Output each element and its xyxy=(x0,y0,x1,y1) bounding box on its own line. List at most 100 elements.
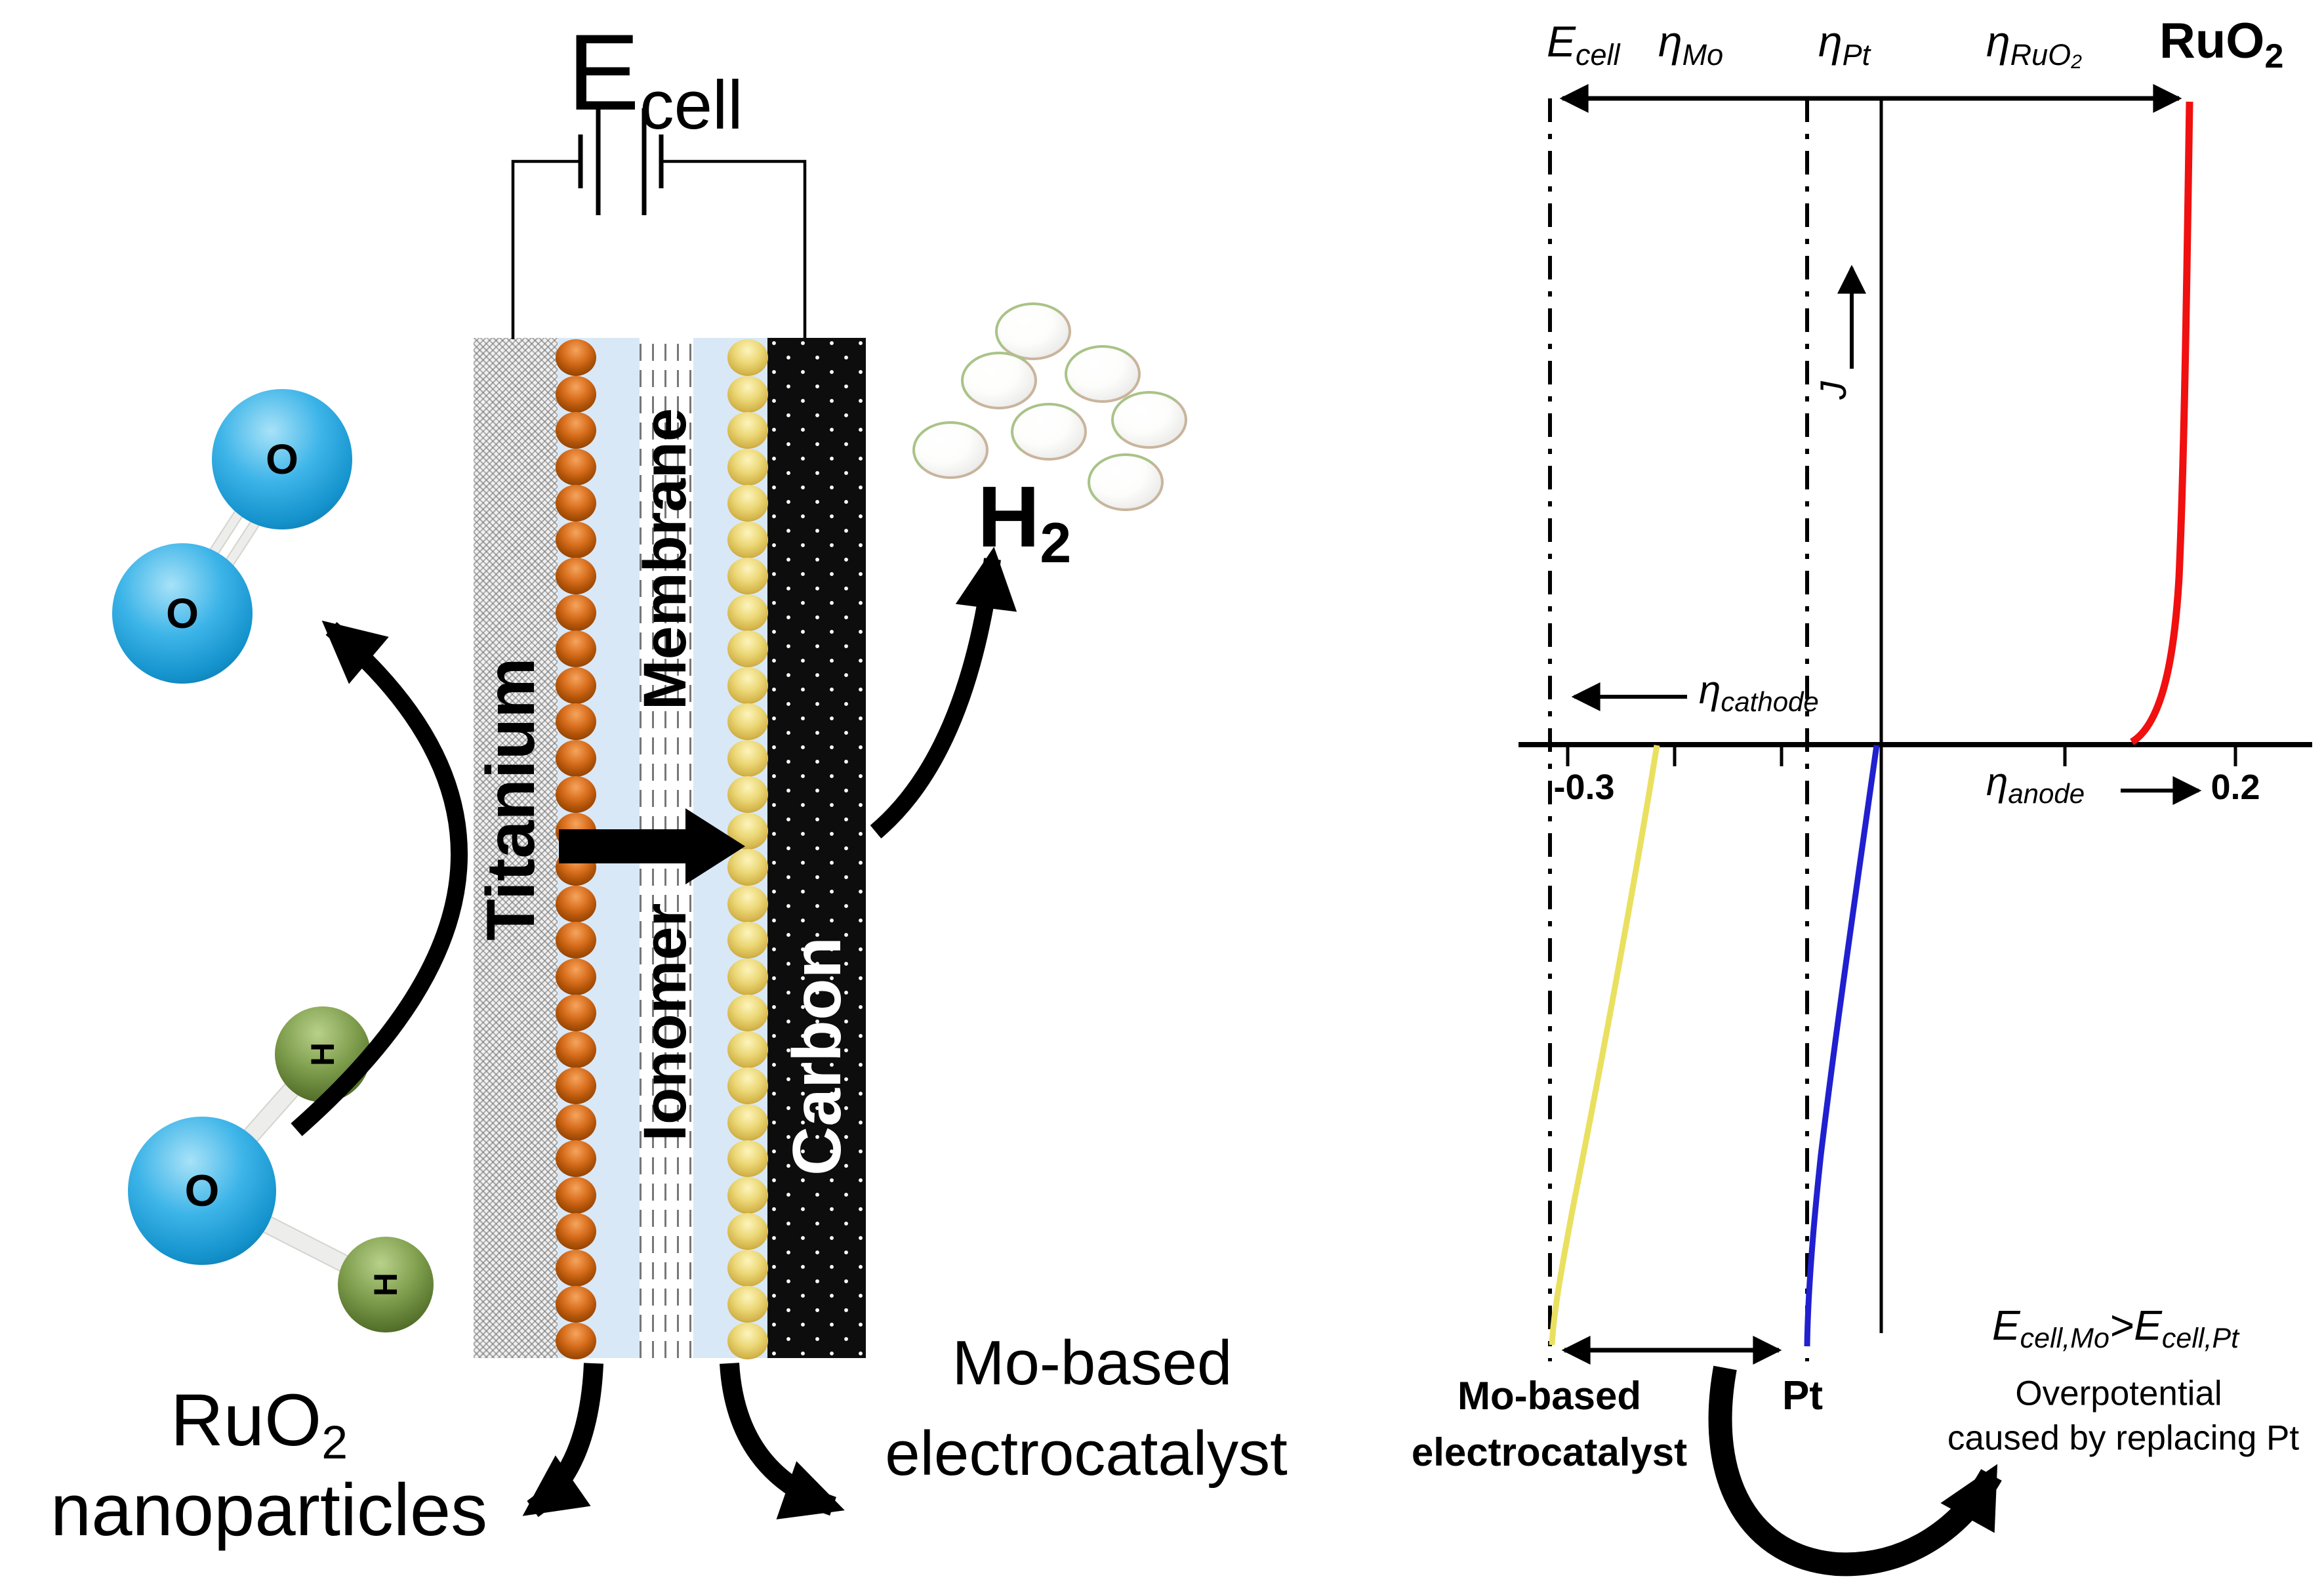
eta-ruo2-subsub: 2 xyxy=(2071,51,2082,73)
mo-catalyst-sphere xyxy=(727,995,768,1031)
j-axis-label: J xyxy=(1812,381,1854,400)
h2-bubble xyxy=(912,421,989,479)
h2-bubble xyxy=(961,352,1037,409)
mo-catalyst-sphere xyxy=(727,776,768,813)
eta-cathode-label: ηcathode xyxy=(1699,668,1819,716)
mo-catalyst-sphere xyxy=(727,1213,768,1250)
mo-catalyst-sphere xyxy=(727,375,768,413)
oxygen-atom-label: O xyxy=(266,436,298,483)
h2-label: H2 xyxy=(977,474,1071,572)
membrane-label: Membrane xyxy=(632,407,699,711)
mo-catalyst-sphere xyxy=(727,958,768,995)
mo-catalyst-sphere xyxy=(727,1140,768,1177)
mo-catalyst-sphere xyxy=(727,1031,768,1068)
ineq-e1: E xyxy=(1991,1302,2020,1349)
water-hydrogen-atom: H xyxy=(275,1006,371,1102)
mo-curve xyxy=(1549,745,1660,1346)
mo-catalyst-sphere xyxy=(727,1176,768,1214)
ruo2-catalyst-sphere xyxy=(556,1104,596,1141)
ruo2-catalyst-sphere xyxy=(556,1067,596,1104)
mo-catalyst-sphere xyxy=(727,558,768,594)
h2-bubble xyxy=(995,302,1071,360)
ruo2-catalyst-sphere xyxy=(556,339,596,376)
water-oxygen-atom: O xyxy=(128,1117,276,1265)
h2-bubble xyxy=(1088,453,1164,511)
ruo2-pointer-arrow xyxy=(522,1363,603,1517)
ruo2-catalyst-sphere xyxy=(556,485,596,522)
ruo2-nanoparticles-line2: nanoparticles xyxy=(50,1469,488,1551)
proton-transport-arrow xyxy=(559,808,745,884)
ruo2-catalyst-sphere xyxy=(556,594,596,631)
eta-ruo2-sub: RuO xyxy=(2010,37,2071,72)
plot-ecell-main: E xyxy=(1547,17,1576,66)
ruo2-curve-sub: 2 xyxy=(2264,37,2284,75)
ruo2-catalyst-sphere xyxy=(556,995,596,1031)
oxygen-atom-label: O xyxy=(166,590,199,637)
mo-catalyst-sphere xyxy=(727,1286,768,1323)
plot-ecell-sub: cell xyxy=(1576,37,1620,72)
carbon-layer xyxy=(767,338,866,1358)
h2-bubble xyxy=(1065,345,1141,403)
ruo2-catalyst-sphere xyxy=(556,885,596,922)
ineq-sub2: cell,Pt xyxy=(2161,1323,2239,1355)
mo-catalyst-sphere xyxy=(727,630,768,667)
ruo2-text: RuO xyxy=(170,1379,322,1461)
ruo2-catalyst-sphere xyxy=(556,958,596,995)
eta-anode-label: ηanode xyxy=(1986,760,2085,808)
ineq-e2: E xyxy=(2134,1302,2162,1349)
oxygen-atom: O xyxy=(112,543,253,684)
ruo2-catalyst-sphere xyxy=(556,1140,596,1177)
mo-catalyst-sphere xyxy=(727,485,768,522)
mo-catalyst-sphere xyxy=(727,1104,768,1141)
eta-mo-label: ηMo xyxy=(1658,20,1723,70)
ruo2-catalyst-sphere xyxy=(556,412,596,449)
plot-pt-label: Pt xyxy=(1782,1373,1823,1418)
mo-catalyst-sphere xyxy=(727,922,768,959)
ruo2-catalyst-sphere xyxy=(556,667,596,704)
ionomer-label: Ionomer xyxy=(632,903,699,1142)
mo-electrocatalyst-line2: electrocatalyst xyxy=(885,1418,1288,1489)
ruo2-catalyst-sphere xyxy=(556,739,596,777)
ruo2-catalyst-sphere xyxy=(556,1213,596,1250)
eta-mo-sub: Mo xyxy=(1682,37,1724,72)
ruo2-catalyst-sphere xyxy=(556,922,596,959)
mo-catalyst-sphere xyxy=(727,885,768,922)
h2-bubble xyxy=(1011,403,1087,461)
oxygen-atom-label: O xyxy=(184,1166,220,1216)
overpotential-caption-line2: caused by replacing Pt xyxy=(1947,1418,2300,1458)
ruo2-catalyst-sphere xyxy=(556,1286,596,1323)
titanium-layer xyxy=(474,338,558,1358)
eta-anode-sub: anode xyxy=(2008,777,2085,809)
ruo2-curve xyxy=(2129,101,2193,745)
mo-catalyst-sphere xyxy=(727,667,768,704)
eta-pt-sub: Pt xyxy=(1842,37,1871,72)
overpotential-caption-line1: Overpotential xyxy=(2015,1374,2222,1413)
ruo2-catalyst-sphere xyxy=(556,448,596,485)
ecell-sub: cell xyxy=(640,67,743,144)
ecell-main: E xyxy=(567,12,640,133)
ruo2-curve-label: RuO2 xyxy=(2159,13,2283,73)
tick-label-pos: 0.2 xyxy=(2211,768,2260,807)
h2-bubble xyxy=(1111,391,1187,449)
ruo2-catalyst-sphere xyxy=(556,1176,596,1214)
plot-mo-label-line2: electrocatalyst xyxy=(1411,1430,1688,1474)
eta-cathode-sub: cathode xyxy=(1721,686,1819,717)
ruo2-curve-main: RuO xyxy=(2159,13,2265,69)
right-wire xyxy=(661,159,807,338)
h2-curved-arrow xyxy=(870,547,1017,838)
eta-cathode-main: η xyxy=(1699,668,1721,712)
ecell-source-label: Ecell xyxy=(567,18,743,140)
mo-catalyst-sphere xyxy=(727,521,768,558)
tick-label-neg: -0.3 xyxy=(1553,768,1615,807)
eta-anode-main: η xyxy=(1986,760,2008,804)
ineq-sub1: cell,Mo xyxy=(2020,1323,2110,1355)
mo-catalyst-sphere xyxy=(727,412,768,449)
ruo2-catalyst-sphere xyxy=(556,703,596,740)
carbon-label: Carbon xyxy=(779,937,855,1176)
mo-catalyst-sphere xyxy=(727,1322,768,1359)
ruo2-catalyst-sphere xyxy=(556,558,596,594)
ruo2-catalyst-sphere xyxy=(556,521,596,558)
titanium-label: Titanium xyxy=(473,657,549,941)
